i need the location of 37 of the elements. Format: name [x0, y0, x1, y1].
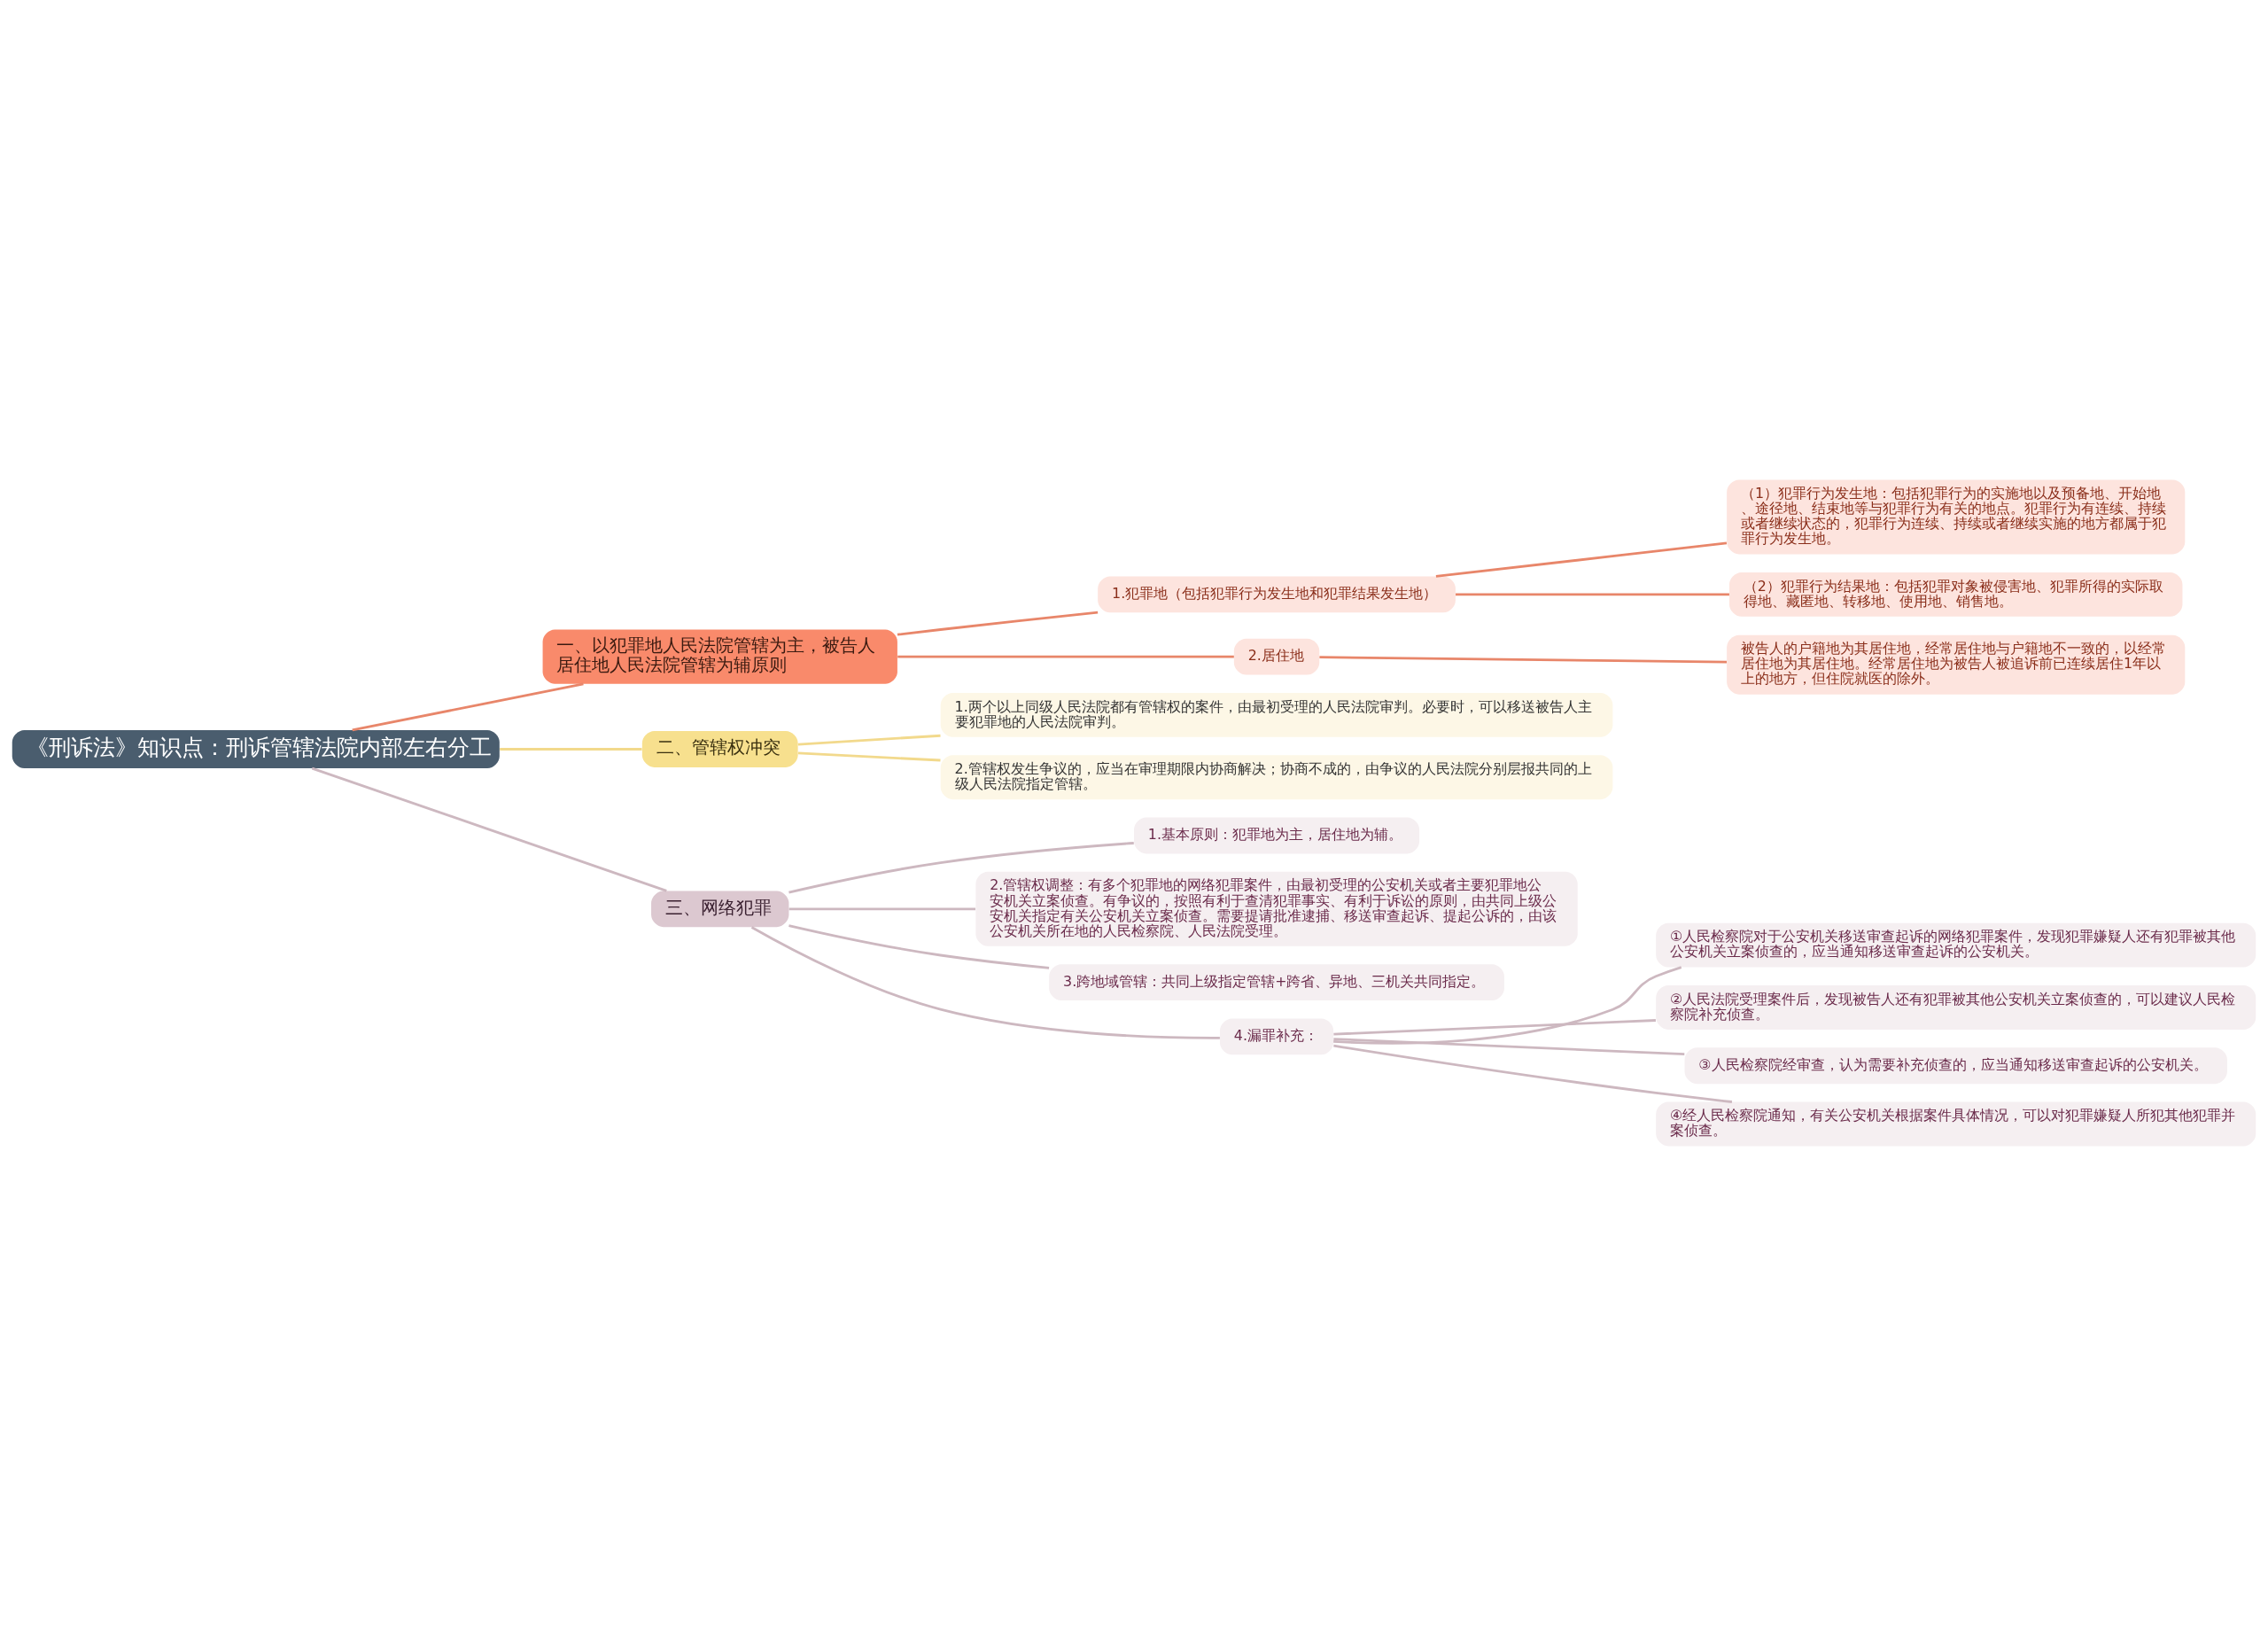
node-box: 二、管辖权冲突 — [641, 731, 798, 767]
node-box: 一、以犯罪地人民法院管辖为主，被告人居住地人民法院管辖为辅原则 — [542, 629, 897, 684]
connector — [1333, 1019, 1656, 1036]
node-box: 《刑诉法》知识点：刑诉管辖法院内部左右分工 — [12, 729, 500, 769]
node-box: 4.漏罪补充： — [1219, 1018, 1334, 1055]
connector — [788, 842, 1134, 894]
connector — [1456, 593, 1729, 596]
node-box: 2.居住地 — [1233, 638, 1320, 675]
connector — [788, 924, 1050, 969]
node-box: ②人民法院受理案件后，发现被告人还有犯罪被其他公安机关立案侦查的，可以建议人民检察院补充侦查。 — [1656, 985, 2256, 1030]
node-box: 三、网络犯罪 — [651, 891, 789, 928]
node-box: 3.跨地域管辖：共同上级指定管辖+跨省、异地、三机关共同指定。 — [1049, 964, 1504, 1000]
connector — [311, 766, 667, 892]
connector — [788, 907, 975, 911]
connector — [797, 751, 941, 762]
node-box: （2）犯罪行为结果地：包括犯罪对象被侵害地、犯罪所得的实际取得地、藏匿地、转移地、使用地、销售地。 — [1728, 572, 2183, 617]
node-box: 1.基本原则：犯罪地为主，居住地为辅。 — [1134, 817, 1420, 854]
node-box: ①人民检察院对于公安机关移送审查起诉的网络犯罪案件，发现犯罪嫌疑人还有犯罪被其他公安机关立案侦查的，应当通知移送审查起诉的公安机关。 — [1656, 922, 2256, 968]
connector — [1333, 966, 1682, 1045]
connector — [1333, 1038, 1685, 1055]
node-box: 2.管辖权调整：有多个犯罪地的网络犯罪案件，由最初受理的公安机关或者主要犯罪地公安机关立案侦查。有争议的，按照有利于查清犯罪事实、有利于诉讼的原则，由共同上级公安机关指定有关公安机关立案侦查。需要提请批准逮捕、移送审查起诉、提起公诉的，由该公安机关所在地的人民检察院、人民法院受理。 — [975, 871, 1578, 946]
node-box: 2.管辖权发生争议的，应当在审理期限内协商解决；协商不成的，由争议的人民法院分别层报共同的上级人民法院指定管辖。 — [940, 755, 1613, 800]
node-box: ③人民检察院经审查，认为需要补充侦查的，应当通知移送审查起诉的公安机关。 — [1684, 1047, 2227, 1085]
connector — [897, 655, 1234, 658]
connector — [500, 748, 642, 751]
connector — [797, 734, 941, 746]
node-box: 1.犯罪地（包括犯罪行为发生地和犯罪结果发生地） — [1098, 576, 1456, 613]
connector — [1319, 656, 1728, 664]
node-box: 被告人的户籍地为其居住地，经常居住地与户籍地不一致的，以经常居住地为其居住地。经常居住地为被告人被追诉前已连续居住1年以上的地方，但住院就医的除外。 — [1727, 634, 2186, 695]
connector — [750, 926, 1220, 1039]
node-box: ④经人民检察院通知，有关公安机关根据案件具体情况，可以对犯罪嫌疑人所犯其他犯罪并案侦查。 — [1656, 1101, 2256, 1147]
node-box: （1）犯罪行为发生地：包括犯罪行为的实施地以及预备地、开始地、途径地、结束地等与犯罪行为有关的地点。犯罪行为有连续、持续或者继续状态的，犯罪行为连续、持续或者继续实施的地方都属于犯罪行为发生地。 — [1727, 479, 2186, 555]
connector — [897, 611, 1099, 636]
connector — [1435, 541, 1728, 578]
connector — [352, 682, 584, 732]
connector — [1333, 1044, 1733, 1103]
node-box: 1.两个以上同级人民法院都有管辖权的案件，由最初受理的人民法院审判。必要时，可以移送被告人主要犯罪地的人民法院审判。 — [940, 692, 1613, 737]
